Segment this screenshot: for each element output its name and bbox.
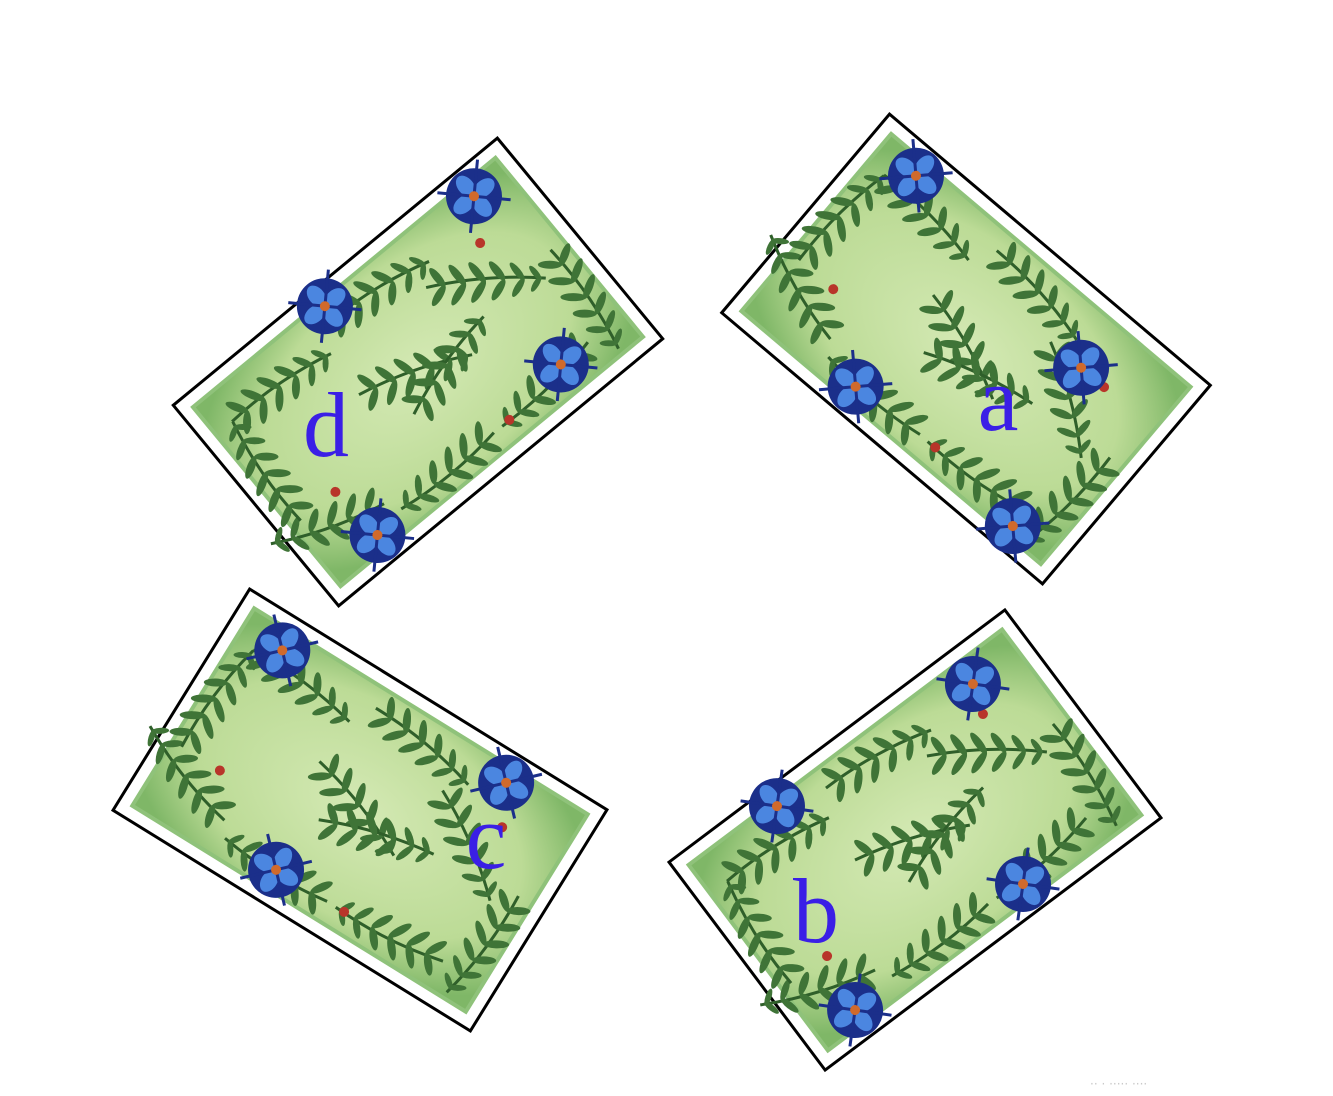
card-d: d bbox=[152, 132, 663, 619]
watermark: ·· · ····· ···· bbox=[1090, 1077, 1147, 1091]
card-letter-a: a bbox=[978, 348, 1019, 450]
card-c: c bbox=[95, 578, 607, 1031]
card-letter-c: c bbox=[466, 786, 507, 888]
card-letter-d: d bbox=[303, 374, 349, 476]
card-letter-b: b bbox=[793, 860, 839, 962]
card-a: a bbox=[704, 101, 1211, 586]
card-b: b bbox=[647, 604, 1161, 1083]
